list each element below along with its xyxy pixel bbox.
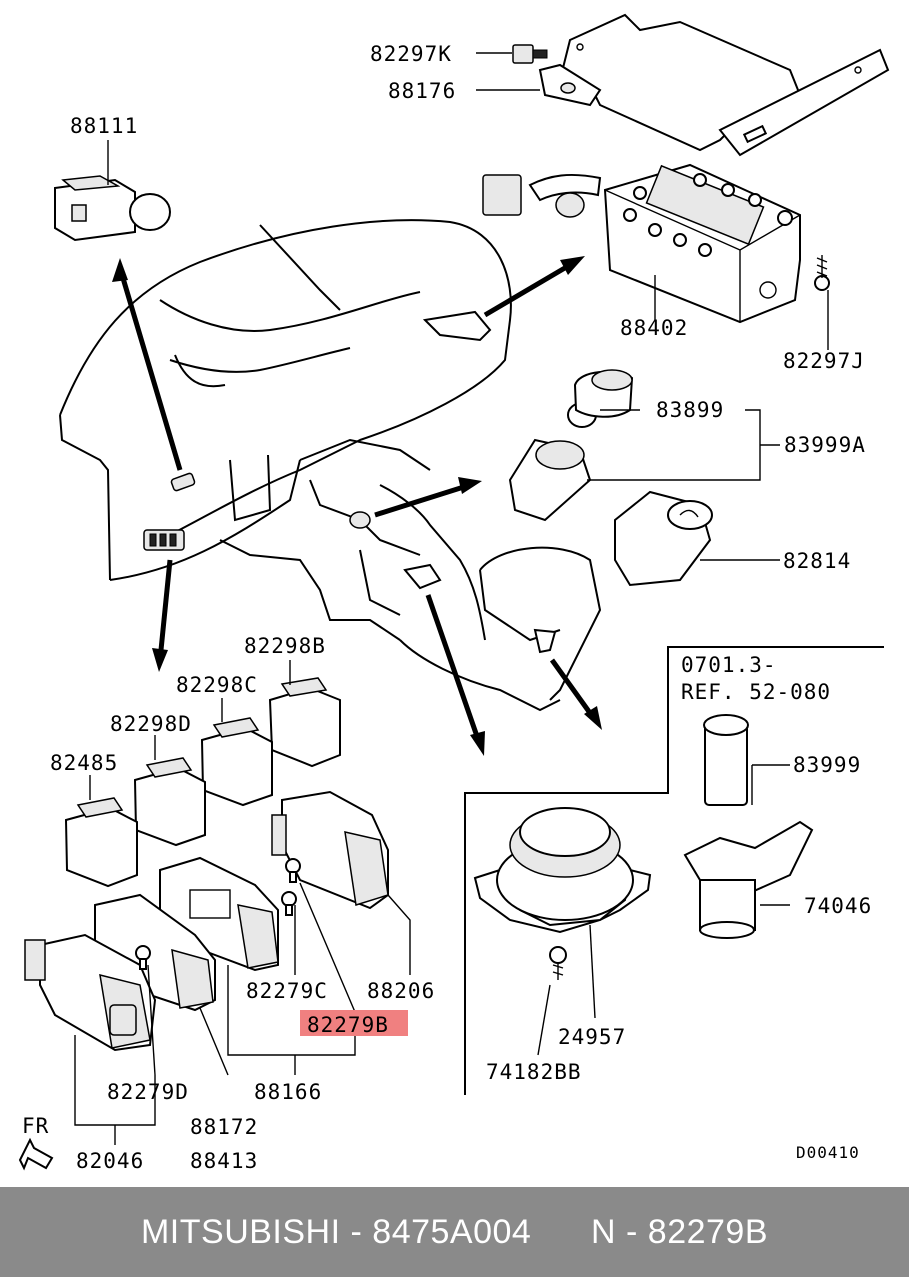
switch-82298D <box>133 757 206 847</box>
bezel-74046 <box>683 820 814 939</box>
label-83999: 83999 <box>793 753 861 777</box>
label-82298B: 82298B <box>244 634 326 658</box>
label-88206: 88206 <box>367 979 435 1003</box>
label-88166: 88166 <box>254 1080 322 1104</box>
switch-82298C <box>200 717 273 807</box>
dashboard-outline <box>59 219 602 712</box>
label-82814: 82814 <box>783 549 851 573</box>
switch-24957 <box>473 807 652 934</box>
leader-lines <box>74 52 829 1145</box>
label-88413: 88413 <box>190 1149 258 1173</box>
part-labels: 82297K 88176 88111 88402 82297J 83899 83… <box>22 42 872 1173</box>
switch-82485 <box>64 797 138 888</box>
module-88402 <box>482 163 801 324</box>
label-24957: 24957 <box>558 1025 626 1049</box>
switch-82814 <box>614 490 713 587</box>
footer-bar: MITSUBISHI - 8475A004 N - 82279B <box>0 1187 909 1277</box>
label-74046: 74046 <box>804 894 872 918</box>
fr-direction-arrow <box>18 1137 54 1171</box>
label-ref-line2: REF. 52-080 <box>681 680 831 704</box>
label-88172: 88172 <box>190 1115 258 1139</box>
lighter-83999 <box>703 714 749 806</box>
label-ref-line1: 0701.3- <box>681 653 777 677</box>
socket-83899 <box>567 369 634 428</box>
label-82297J: 82297J <box>783 349 865 373</box>
footer-brand: MITSUBISHI <box>140 1212 341 1251</box>
reference-box <box>464 646 884 1095</box>
footer-separator: - <box>340 1212 373 1251</box>
bracket-88176 <box>538 13 890 157</box>
label-88111: 88111 <box>70 114 138 138</box>
switch-82298B <box>268 677 341 768</box>
dash-mounted-parts <box>143 310 557 654</box>
label-fr: FR <box>22 1114 49 1138</box>
label-82298D: 82298D <box>110 712 192 736</box>
footer-ref: N - 82279B <box>591 1212 769 1251</box>
label-74182BB: 74182BB <box>486 1060 582 1084</box>
label-83899: 83899 <box>656 398 724 422</box>
label-82046: 82046 <box>76 1149 144 1173</box>
label-88176: 88176 <box>388 79 456 103</box>
screw-82297J <box>814 255 830 291</box>
pointer-arrows <box>112 256 602 756</box>
label-82485: 82485 <box>50 751 118 775</box>
switch-82046 <box>24 933 157 1052</box>
bolt-82297K <box>512 44 548 64</box>
label-82279D: 82279D <box>107 1080 189 1104</box>
label-88402: 88402 <box>620 316 688 340</box>
screw-74182BB <box>549 946 567 980</box>
exploded-parts-diagram: 82297K 88176 88111 88402 82297J 83899 83… <box>18 13 890 1173</box>
label-82298C: 82298C <box>176 673 258 697</box>
label-82279B: 82279B <box>307 1013 389 1037</box>
switch-88111 <box>54 175 171 242</box>
label-82279C: 82279C <box>246 979 328 1003</box>
highlight-82279B <box>300 1010 408 1036</box>
footer-gap <box>531 1213 591 1252</box>
switch-88206 <box>271 790 389 910</box>
footer-part-number: 8475A004 <box>372 1212 532 1251</box>
label-83999A: 83999A <box>784 433 866 457</box>
label-82297K: 82297K <box>370 42 452 66</box>
bulbs-82279 <box>135 858 301 970</box>
socket-83999A <box>508 438 592 522</box>
label-diagram-code: D00410 <box>796 1143 860 1162</box>
